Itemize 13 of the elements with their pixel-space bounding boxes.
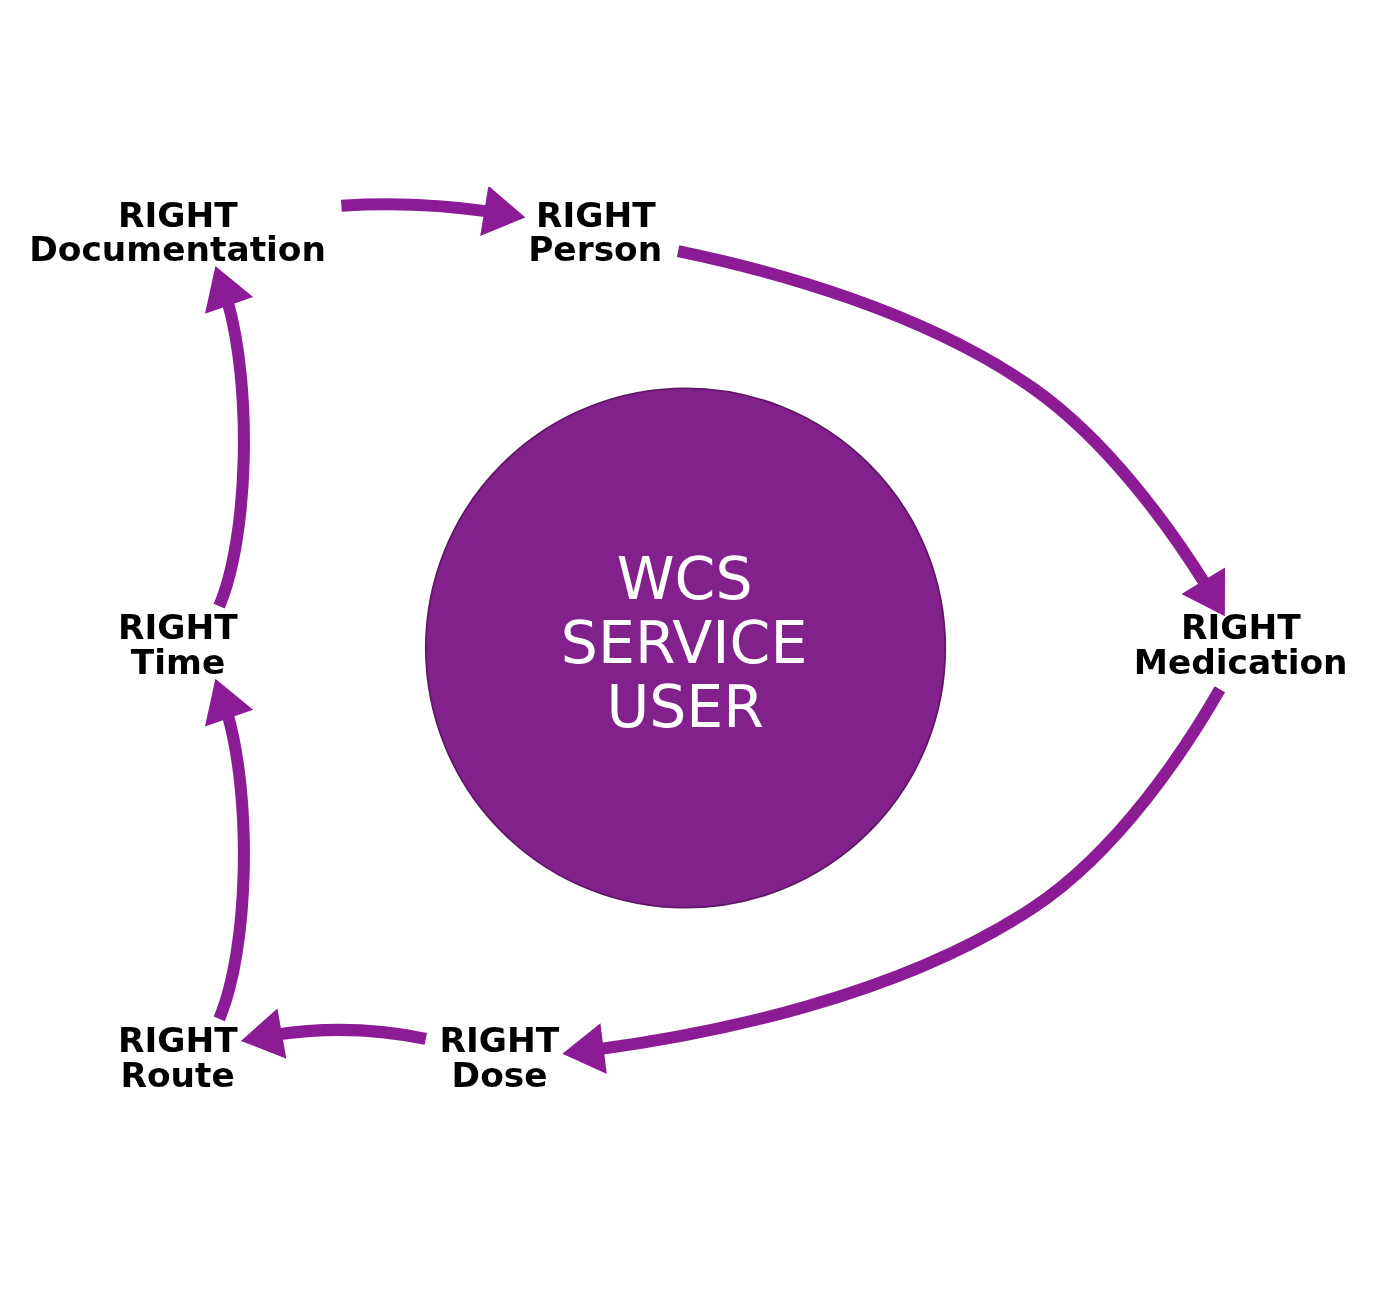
node-text: RIGHT Medication [1133, 607, 1348, 682]
node-text: RIGHT Route [117, 1020, 238, 1095]
node-text: RIGHT Person [528, 194, 663, 269]
arrow [205, 678, 254, 1021]
node-text: RIGHT Time [117, 607, 238, 682]
node-text: RIGHT Dose [439, 1020, 560, 1095]
node-text: RIGHT Documentation [29, 194, 326, 269]
arrow [562, 686, 1226, 1074]
node-circle: WCS SERVICE USER [424, 387, 947, 909]
arrow [205, 266, 254, 609]
arrow [240, 1008, 427, 1059]
arrow [676, 245, 1225, 617]
arrow [341, 187, 526, 236]
